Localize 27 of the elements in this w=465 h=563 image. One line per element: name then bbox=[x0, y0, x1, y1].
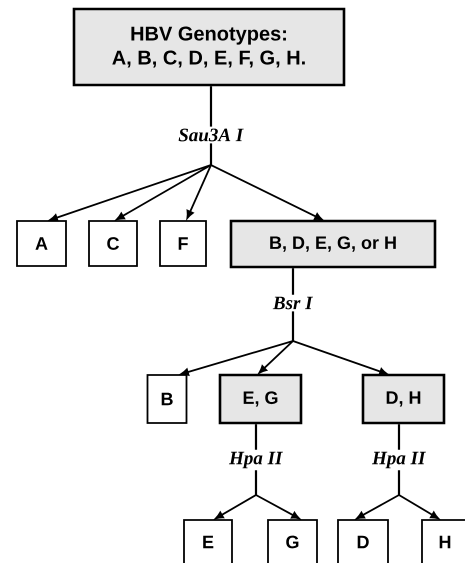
genotype-box: G bbox=[267, 519, 318, 563]
arrow bbox=[256, 494, 300, 520]
enzyme-label: Hpa II bbox=[370, 450, 428, 470]
arrow bbox=[292, 340, 388, 376]
genotype-box: F bbox=[159, 220, 207, 267]
enzyme-label: Hpa II bbox=[227, 450, 285, 470]
arrow bbox=[186, 164, 212, 219]
arrow bbox=[210, 164, 323, 220]
genotype-box: C bbox=[88, 220, 138, 267]
arrow bbox=[215, 494, 256, 520]
genotype-box: B bbox=[146, 374, 188, 424]
arrow bbox=[356, 494, 400, 520]
genotype-box: H bbox=[421, 519, 465, 563]
enzyme-label: Sau3A I bbox=[176, 126, 246, 144]
genotype-box: E, G bbox=[218, 374, 302, 424]
genotype-box: E bbox=[183, 519, 233, 563]
genotype-box: D bbox=[337, 519, 389, 563]
arrow bbox=[49, 164, 212, 222]
arrow bbox=[398, 494, 439, 520]
genotype-box: D, H bbox=[362, 374, 446, 424]
genotype-box: A bbox=[16, 220, 67, 267]
genotype-box: HBV Genotypes: A, B, C, D, E, F, G, H. bbox=[72, 8, 346, 86]
genotype-box: B, D, E, G, or H bbox=[230, 220, 436, 268]
enzyme-label: Bsr I bbox=[270, 294, 316, 312]
arrow bbox=[180, 340, 294, 376]
arrow bbox=[116, 164, 212, 220]
arrow bbox=[258, 340, 294, 374]
